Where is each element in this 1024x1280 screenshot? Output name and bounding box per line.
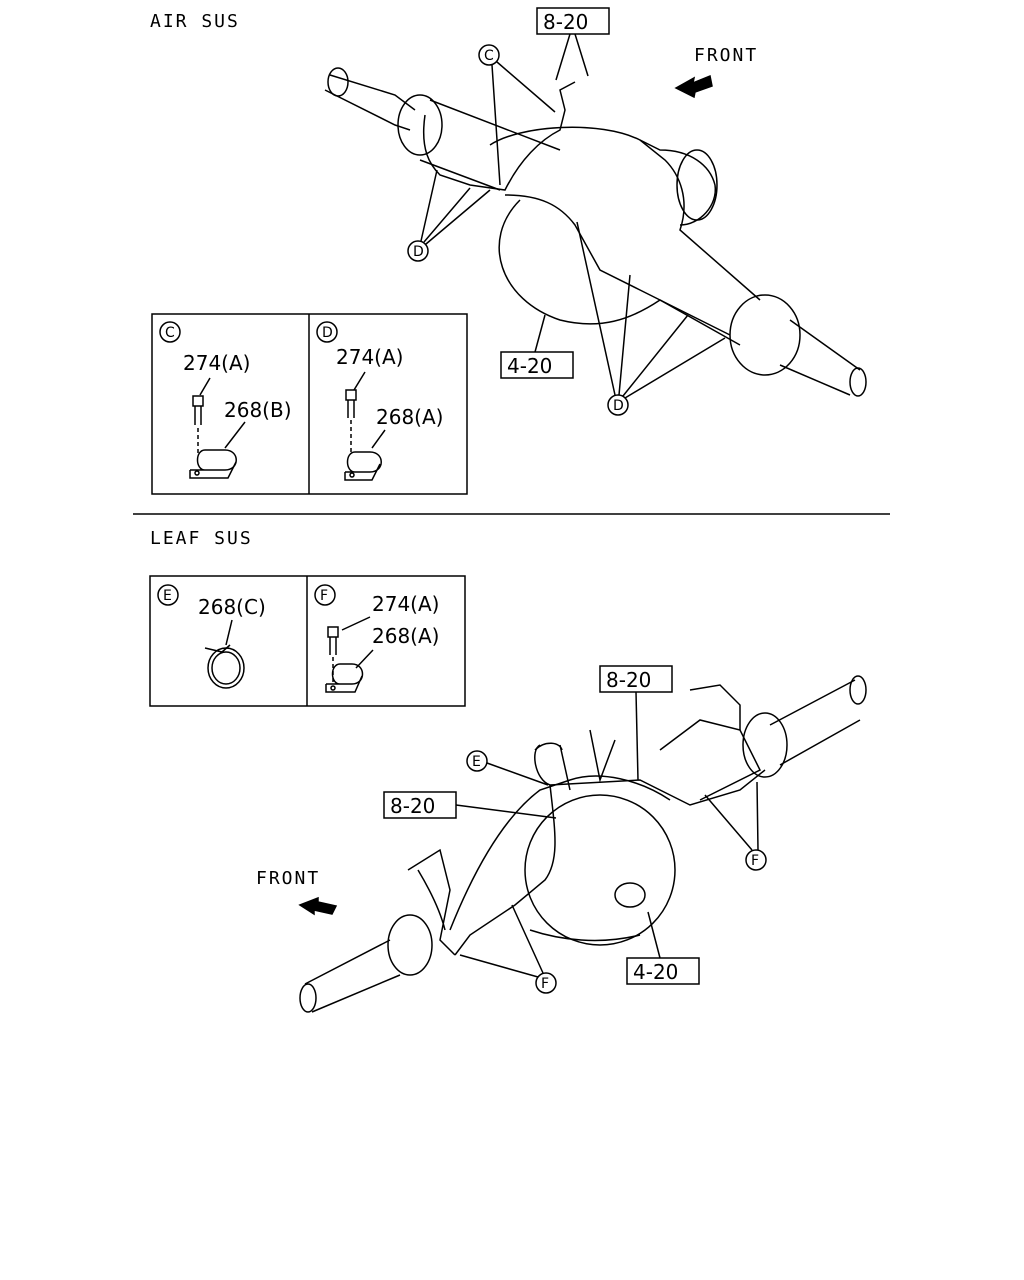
- detail-d-bolt-icon: [345, 389, 357, 455]
- detail-box-f: F 274(A) 268(A): [314, 584, 439, 693]
- leaf-marker-f-left-label: F: [541, 976, 549, 992]
- leaf-axle-drawing: [299, 675, 867, 1013]
- air-callout-8-20-leader: [555, 33, 589, 81]
- detail-f-leaders: [341, 616, 374, 669]
- detail-d-bolt-label: 274(A): [336, 345, 403, 369]
- air-callout-4-20: 4-20: [507, 354, 552, 378]
- air-axle-drawing: [324, 67, 867, 397]
- detail-f-clip-icon: [325, 663, 364, 693]
- leaf-front-label: FRONT: [256, 868, 320, 889]
- air-marker-d-left[interactable]: [407, 240, 429, 262]
- leaf-marker-f-right[interactable]: [745, 849, 767, 871]
- leaf-marker-e[interactable]: [466, 750, 488, 772]
- air-marker-d-left-leader: [420, 169, 491, 245]
- detail-box-d: D 274(A) 268(A): [316, 321, 443, 481]
- air-callout-8-20-box[interactable]: [536, 7, 610, 35]
- leaf-marker-f-left[interactable]: [535, 972, 557, 994]
- leaf-front-arrow-icon: [298, 896, 338, 916]
- detail-d-clip-label: 268(A): [376, 405, 443, 429]
- detail-e-marker-label: E: [163, 588, 172, 604]
- air-front-arrow-icon: [674, 74, 713, 99]
- detail-f-bolt-icon: [327, 626, 339, 682]
- leaf-callout-8-20-left: 8-20: [390, 794, 435, 818]
- leaf-callout-4-20: 4-20: [633, 960, 678, 984]
- detail-d-marker: [316, 321, 338, 343]
- detail-d-leaders: [353, 371, 386, 449]
- detail-e-band-clamp-icon: [204, 644, 245, 689]
- detail-e-leader: [225, 619, 233, 646]
- air-marker-c-label: C: [484, 48, 494, 64]
- leaf-callout-8-20-left-leader: [455, 804, 557, 819]
- air-callout-4-20-leader: [534, 314, 546, 353]
- leaf-marker-f-left-leader: [459, 904, 544, 978]
- detail-c-clip-icon: [189, 449, 237, 479]
- detail-f-marker: [314, 584, 336, 606]
- detail-f-clip-label: 268(A): [372, 624, 439, 648]
- leaf-marker-f-right-label: F: [751, 853, 759, 869]
- detail-c-bolt-label: 274(A): [183, 351, 250, 375]
- air-callout-8-20: 8-20: [543, 10, 588, 34]
- leaf-callout-4-20-box[interactable]: [626, 957, 700, 985]
- air-marker-d-left-label: D: [413, 244, 424, 260]
- leaf-callout-4-20-leader: [647, 911, 661, 959]
- air-sus-title: AIR SUS: [150, 11, 240, 32]
- detail-box-c: C 274(A) 268(B): [159, 321, 292, 479]
- leaf-marker-e-label: E: [472, 754, 481, 770]
- air-marker-d-right[interactable]: [607, 394, 629, 416]
- leaf-marker-e-leader: [486, 762, 549, 786]
- detail-e-clip-label: 268(C): [198, 595, 266, 619]
- detail-c-clip-label: 268(B): [224, 398, 292, 422]
- air-front-label: FRONT: [694, 45, 758, 66]
- leaf-sus-title: LEAF SUS: [150, 528, 253, 549]
- leaf-marker-f-right-leader: [704, 781, 759, 851]
- detail-c-bolt-icon: [192, 395, 204, 455]
- detail-f-marker-label: F: [320, 588, 328, 604]
- detail-f-bolt-label: 274(A): [372, 592, 439, 616]
- air-marker-d-right-leader: [576, 221, 726, 399]
- air-marker-c-leader: [491, 61, 556, 186]
- leaf-callout-8-20-top: 8-20: [606, 668, 651, 692]
- air-callout-4-20-box[interactable]: [500, 351, 574, 379]
- leaf-callout-8-20-top-leader: [635, 691, 639, 781]
- detail-e-marker: [157, 584, 179, 606]
- detail-d-marker-label: D: [322, 325, 333, 341]
- detail-box-e: E 268(C): [157, 584, 266, 689]
- detail-c-marker: [159, 321, 181, 343]
- air-marker-d-right-label: D: [613, 398, 624, 414]
- detail-d-clip-icon: [344, 451, 382, 481]
- detail-c-marker-label: C: [165, 325, 175, 341]
- detail-c-leaders: [199, 377, 246, 449]
- air-marker-c[interactable]: [478, 44, 500, 66]
